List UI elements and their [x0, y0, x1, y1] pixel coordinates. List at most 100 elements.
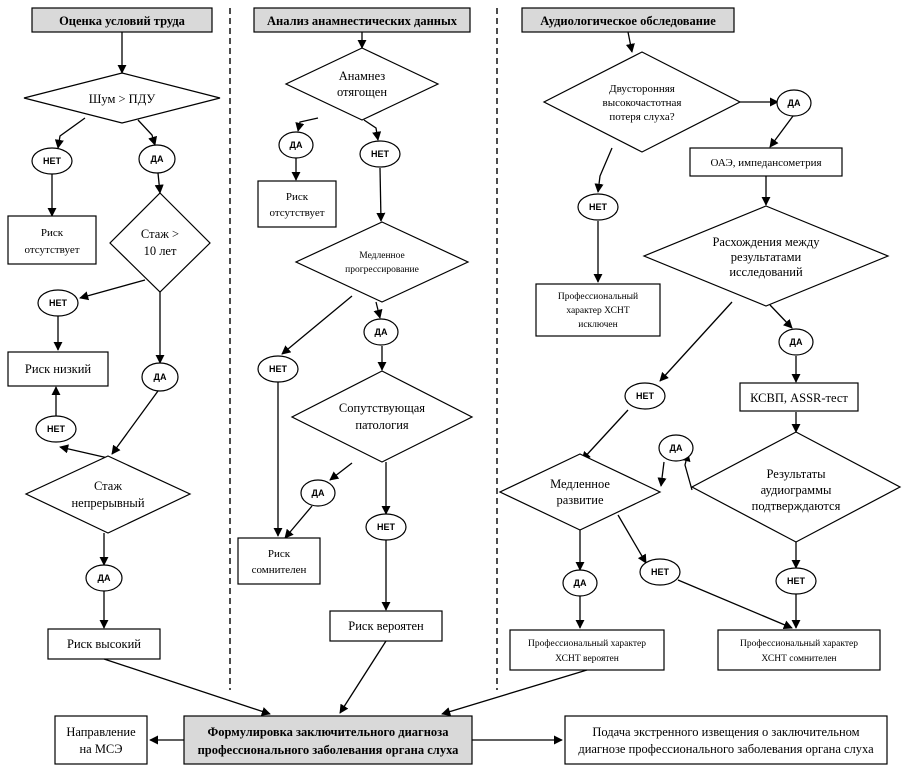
svg-text:Сопутствующая: Сопутствующая — [339, 401, 425, 415]
decision-discrepancy: Расхождения между результатами исследова… — [642, 205, 890, 307]
svg-text:профессионального заболевания: профессионального заболевания органа слу… — [198, 743, 460, 757]
svg-text:Профессиональный характер: Профессиональный характер — [528, 638, 646, 649]
decision-anamnesis: Анамнез отягощен — [284, 47, 440, 121]
svg-text:НЕТ: НЕТ — [589, 202, 608, 212]
svg-text:Риск: Риск — [286, 191, 309, 203]
header-col1: Оценка условий труда — [31, 7, 213, 33]
oval-net-6: НЕТ — [365, 513, 407, 541]
oval-da-9: ДА — [658, 434, 694, 462]
svg-text:исключен: исключен — [578, 320, 617, 330]
box-oae: ОАЭ, импедансометрия — [689, 147, 843, 177]
svg-text:ДА: ДА — [98, 573, 111, 583]
svg-text:развитие: развитие — [556, 493, 603, 507]
decision-audiogram: Результаты аудиограммы подтверждаются — [690, 431, 902, 543]
svg-text:потеря слуха?: потеря слуха? — [609, 111, 674, 123]
svg-text:10 лет: 10 лет — [144, 244, 177, 258]
oval-da-6: ДА — [300, 479, 336, 507]
svg-text:ДА: ДА — [154, 372, 167, 382]
svg-text:результатами: результатами — [731, 250, 802, 264]
svg-text:НЕТ: НЕТ — [371, 149, 390, 159]
svg-text:сомнителен: сомнителен — [252, 564, 307, 576]
box-final-diagnosis: Формулировка заключительного диагноза пр… — [183, 715, 473, 765]
svg-text:ДА: ДА — [574, 578, 587, 588]
svg-text:Риск вероятен: Риск вероятен — [348, 619, 424, 633]
svg-text:высокочастотная: высокочастотная — [603, 97, 682, 109]
oval-da-8: ДА — [778, 328, 814, 356]
box-mse: Направление на МСЭ — [54, 715, 148, 765]
result-doubtful-hsnt: Профессиональный характер ХСНТ сомнителе… — [717, 629, 881, 671]
oval-da-3: ДА — [85, 564, 123, 592]
svg-text:непрерывный: непрерывный — [71, 496, 144, 510]
svg-text:НЕТ: НЕТ — [651, 567, 670, 577]
header-col2: Анализ анамнестических данных — [253, 7, 471, 33]
svg-text:НЕТ: НЕТ — [43, 156, 62, 166]
decision-slow-development: Медленное развитие — [498, 453, 662, 531]
box-notice: Подача экстренного извещения о заключите… — [564, 715, 888, 765]
svg-text:диагнозе профессионального заб: диагнозе профессионального заболевания о… — [578, 742, 874, 756]
result-risk-probable: Риск вероятен — [329, 610, 443, 642]
decision-stage: Стаж > 10 лет — [109, 192, 211, 293]
svg-text:Стаж: Стаж — [94, 479, 122, 493]
svg-text:характер ХСНТ: характер ХСНТ — [566, 306, 629, 316]
svg-text:Оценка условий труда: Оценка условий труда — [59, 14, 186, 28]
svg-text:ДА: ДА — [788, 98, 801, 108]
svg-text:Формулировка заключительного д: Формулировка заключительного диагноза — [208, 725, 450, 739]
oval-net-7: НЕТ — [577, 193, 619, 221]
svg-text:Анализ анамнестических данных: Анализ анамнестических данных — [267, 14, 458, 28]
svg-text:ДА: ДА — [312, 488, 325, 498]
decision-continuous: Стаж непрерывный — [24, 455, 192, 534]
svg-text:Аудиологическое обследование: Аудиологическое обследование — [540, 14, 716, 28]
header-col3: Аудиологическое обследование — [521, 7, 735, 33]
svg-text:подтверждаются: подтверждаются — [752, 499, 841, 513]
svg-text:ДА: ДА — [290, 140, 303, 150]
svg-text:ХСНТ вероятен: ХСНТ вероятен — [555, 654, 619, 664]
svg-text:исследований: исследований — [729, 265, 803, 279]
svg-text:Двусторонняя: Двусторонняя — [609, 83, 675, 95]
oval-da-7: ДА — [776, 89, 812, 117]
svg-text:НЕТ: НЕТ — [636, 391, 655, 401]
svg-text:НЕТ: НЕТ — [787, 576, 806, 586]
svg-text:ДА: ДА — [151, 154, 164, 164]
svg-text:на МСЭ: на МСЭ — [79, 742, 122, 756]
result-risk-high: Риск высокий — [47, 628, 161, 660]
svg-text:НЕТ: НЕТ — [269, 364, 288, 374]
box-ksvp: КСВП, ASSR-тест — [739, 382, 859, 412]
svg-text:ДА: ДА — [790, 337, 803, 347]
svg-text:ХСНТ сомнителен: ХСНТ сомнителен — [761, 654, 836, 664]
result-likely: Профессиональный характер ХСНТ вероятен — [509, 629, 665, 671]
oval-net-3: НЕТ — [35, 415, 77, 443]
svg-text:отсутствует: отсутствует — [269, 207, 324, 219]
svg-text:прогрессирование: прогрессирование — [345, 265, 419, 275]
svg-text:Расхождения между: Расхождения между — [712, 235, 820, 249]
oval-net-4: НЕТ — [359, 140, 401, 168]
svg-text:Риск низкий: Риск низкий — [25, 362, 91, 376]
svg-text:Шум > ПДУ: Шум > ПДУ — [89, 92, 156, 106]
svg-text:Подача экстренного извещения о: Подача экстренного извещения о заключите… — [592, 725, 859, 739]
oval-da-1: ДА — [138, 144, 176, 174]
svg-text:ДА: ДА — [375, 327, 388, 337]
svg-text:отягощен: отягощен — [337, 85, 387, 99]
result-risk-none-1: Риск отсутствует — [7, 215, 97, 265]
svg-text:Риск высокий: Риск высокий — [67, 637, 141, 651]
svg-text:Профессиональный характер: Профессиональный характер — [740, 638, 858, 649]
svg-text:ДА: ДА — [670, 443, 683, 453]
svg-text:НЕТ: НЕТ — [49, 298, 68, 308]
svg-text:КСВП, ASSR-тест: КСВП, ASSR-тест — [750, 391, 848, 405]
oval-da-2: ДА — [141, 362, 179, 392]
result-risk-doubtful: Риск сомнителен — [237, 537, 321, 585]
oval-net-5: НЕТ — [257, 355, 299, 383]
svg-text:Профессиональный: Профессиональный — [558, 291, 638, 302]
svg-text:Стаж >: Стаж > — [141, 227, 179, 241]
svg-text:отсутствует: отсутствует — [24, 244, 79, 256]
svg-text:патология: патология — [355, 418, 409, 432]
svg-text:ОАЭ, импедансометрия: ОАЭ, импедансометрия — [710, 157, 821, 169]
oval-net-10: НЕТ — [775, 567, 817, 595]
svg-text:Медленное: Медленное — [359, 251, 404, 261]
decision-bilateral: Двусторонняя высокочастотная потеря слух… — [542, 51, 742, 153]
oval-da-4: ДА — [278, 131, 314, 159]
svg-text:Риск: Риск — [268, 548, 291, 560]
oval-net-9: НЕТ — [639, 558, 681, 586]
svg-text:НЕТ: НЕТ — [47, 424, 66, 434]
result-risk-low: Риск низкий — [7, 351, 109, 387]
